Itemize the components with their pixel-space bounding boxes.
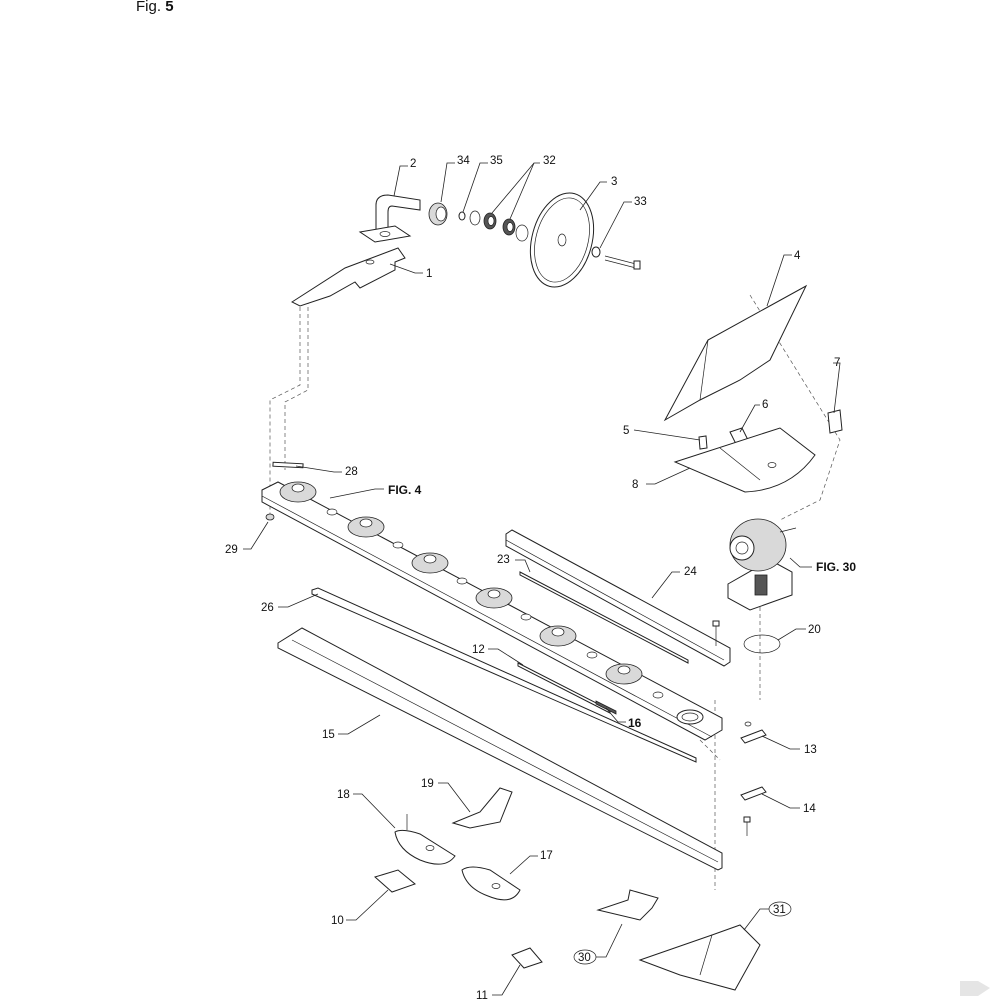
figure-number: 5	[165, 0, 174, 15]
callout-8: 8	[632, 479, 638, 491]
part-23-strip	[519, 571, 689, 664]
part-4-cover	[663, 284, 808, 422]
part-10-block	[373, 869, 417, 893]
part-16-key	[595, 700, 617, 715]
callout-33: 33	[634, 196, 647, 208]
callout-12: 12	[472, 644, 485, 656]
callout-26: 26	[261, 602, 274, 614]
callout-1: 1	[426, 268, 432, 280]
part-5-clip	[698, 435, 708, 450]
part-20-o-ring	[743, 634, 781, 654]
callout-23: 23	[497, 554, 510, 566]
callout-fig-4: FIG. 4	[388, 483, 422, 497]
callout-6: 6	[762, 399, 768, 411]
callout-29: 29	[225, 544, 238, 556]
part-15-skid-plate	[277, 627, 723, 871]
part-31-skid	[638, 924, 761, 991]
part-24-angle-bar	[505, 529, 731, 667]
callout-17: 17	[540, 850, 553, 862]
callout-2: 2	[410, 158, 416, 170]
callout-30: 30	[578, 952, 591, 964]
part-17-guard	[461, 866, 521, 901]
leader-lines	[243, 162, 841, 996]
part-34-bushing	[428, 202, 448, 226]
watermark-logo	[960, 981, 990, 996]
part-3-disc	[529, 192, 595, 288]
part-13-bracket	[740, 729, 767, 744]
callout-fig-30: FIG. 30	[816, 560, 856, 574]
assembly-guide-lines	[269, 294, 841, 890]
part-8-shield	[673, 427, 816, 493]
part-28-strip	[272, 461, 304, 469]
part-33-bolt	[591, 246, 641, 270]
part-29-nut	[265, 513, 275, 521]
cutterbar-assembly	[261, 481, 723, 741]
part-32-bearings	[469, 210, 529, 242]
part-7-small-bracket	[827, 409, 843, 434]
gearbox-assembly	[727, 518, 797, 611]
callout-labels: 2 34 35 32 3 33 1 4 7 6 5 8 28 FIG. 4 29…	[225, 155, 856, 1000]
callout-14: 14	[803, 803, 816, 815]
figure-prefix: Fig.	[136, 0, 162, 15]
callout-frames	[573, 901, 792, 965]
callout-5: 5	[623, 425, 629, 437]
callout-35: 35	[490, 155, 503, 167]
callout-16: 16	[628, 716, 642, 730]
cutting-heads	[279, 481, 704, 725]
callout-31: 31	[773, 904, 786, 916]
part-11-block	[511, 947, 543, 969]
callout-7: 7	[834, 357, 840, 369]
callout-34: 34	[457, 155, 470, 167]
part-18-guard	[394, 814, 456, 865]
callout-28: 28	[345, 466, 358, 478]
callout-11: 11	[476, 990, 488, 1000]
callout-3: 3	[611, 176, 617, 188]
part-14-bracket	[740, 786, 767, 801]
callout-13: 13	[804, 744, 817, 756]
part-1-plate	[290, 247, 406, 307]
callout-10: 10	[331, 915, 344, 927]
mounting-bolts	[712, 620, 752, 836]
callout-4: 4	[794, 250, 801, 262]
callout-18: 18	[337, 789, 350, 801]
callout-15: 15	[322, 729, 335, 741]
part-2-arm-bracket	[358, 194, 421, 243]
part-35-ring	[458, 211, 466, 221]
part-30-bracket	[596, 889, 659, 921]
part-26-strip	[311, 587, 697, 763]
callout-24: 24	[684, 566, 697, 578]
idler-gears	[326, 508, 664, 699]
figure-title: Fig. 5	[136, 0, 174, 15]
part-19-shoe	[451, 787, 513, 829]
callout-19: 19	[421, 778, 434, 790]
callout-32: 32	[543, 155, 556, 167]
callout-20: 20	[808, 624, 821, 636]
